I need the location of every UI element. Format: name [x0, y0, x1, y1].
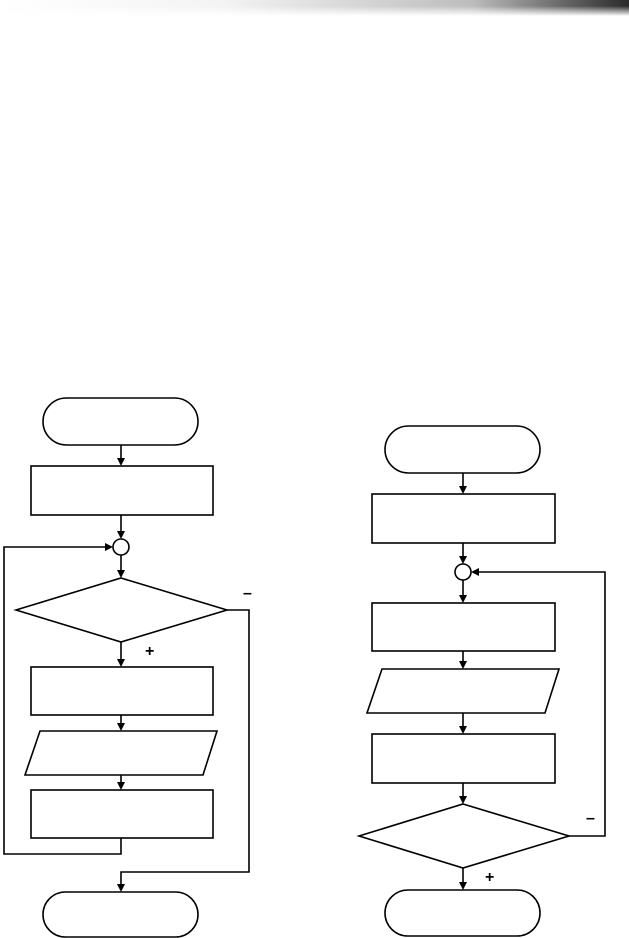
left-loop-back-line [3, 546, 122, 855]
right-yes-label: + [485, 869, 494, 886]
left-end-terminator [42, 891, 199, 938]
left-yes-label: + [145, 643, 154, 660]
left-loop-arrowhead [105, 543, 113, 551]
right-end-terminator [384, 889, 541, 937]
left-io-parallelogram [23, 730, 219, 776]
right-arrowhead-4 [459, 661, 467, 669]
right-arrowhead-2 [459, 556, 467, 564]
left-exit-line [120, 609, 250, 886]
right-arrowhead-7 [459, 882, 467, 890]
right-arrowhead-5 [459, 726, 467, 734]
right-start-terminator [384, 425, 541, 474]
left-arrowhead-1 [117, 458, 125, 466]
right-arrowhead-6 [459, 796, 467, 804]
left-start-terminator [42, 397, 199, 446]
left-flowchart: + – [3, 397, 252, 938]
right-process-init [371, 493, 556, 544]
right-flowchart: + – [356, 425, 606, 937]
left-arrowhead-2 [117, 531, 125, 539]
right-loop-back-line [477, 571, 606, 837]
right-process-body [371, 602, 556, 652]
left-arrowhead-5 [117, 723, 125, 731]
right-decision-diamond [356, 803, 572, 869]
left-junction-circle [112, 538, 130, 556]
left-arrowhead-3 [117, 570, 125, 578]
right-io-parallelogram [365, 668, 561, 714]
right-process-update [371, 733, 556, 784]
right-loop-arrowhead [471, 568, 479, 576]
right-arrowhead-3 [459, 595, 467, 603]
left-process-init [30, 465, 214, 516]
left-no-label: – [243, 585, 252, 602]
left-decision-diamond [13, 577, 230, 643]
left-arrowhead-4 [117, 659, 125, 667]
left-exit-arrowhead [117, 884, 125, 892]
right-junction-circle [454, 563, 472, 581]
right-arrowhead-1 [459, 486, 467, 494]
left-process-body [30, 666, 214, 716]
left-arrowhead-6 [117, 782, 125, 790]
right-no-label: – [586, 810, 595, 827]
left-process-update [30, 789, 214, 839]
top-gradient-bar [0, 0, 629, 16]
